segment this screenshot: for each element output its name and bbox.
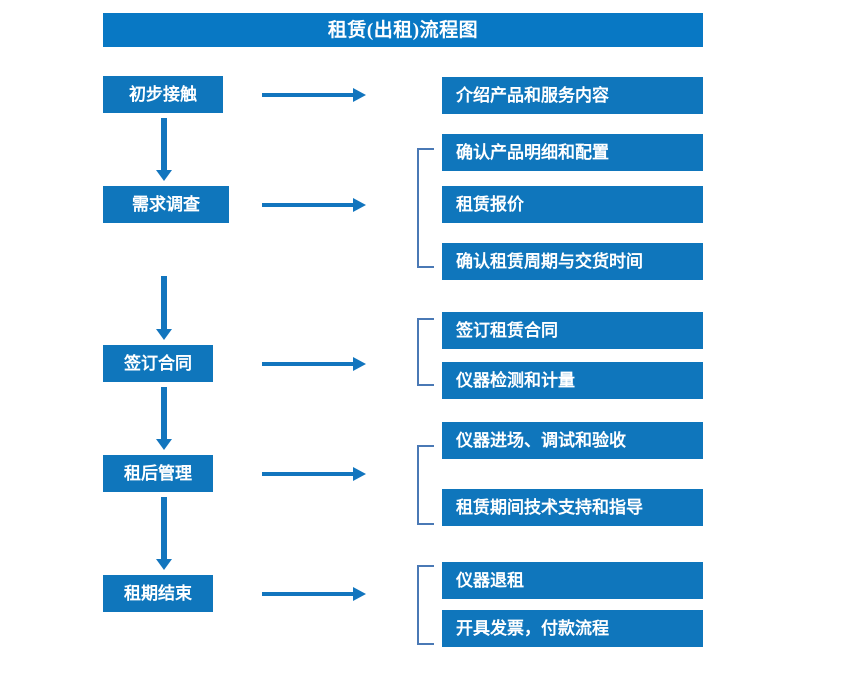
group-bracket-icon-3 [417,318,434,386]
detail-label-2-3: 确认租赁周期与交货时间 [456,252,643,271]
stage-label-3: 签订合同 [124,354,192,373]
arrow-right-icon-3 [262,357,366,371]
stage-box-3[interactable]: 签订合同 [103,345,213,382]
detail-label-4-2: 租赁期间技术支持和指导 [456,498,643,517]
detail-box-3-2[interactable]: 仪器检测和计量 [442,362,703,399]
detail-box-1-1[interactable]: 介绍产品和服务内容 [442,77,703,114]
detail-box-5-1[interactable]: 仪器退租 [442,562,703,599]
detail-box-2-3[interactable]: 确认租赁周期与交货时间 [442,243,703,280]
detail-label-4-1: 仪器进场、调试和验收 [456,431,626,450]
detail-box-4-2[interactable]: 租赁期间技术支持和指导 [442,489,703,526]
detail-label-3-2: 仪器检测和计量 [456,371,575,390]
detail-label-3-1: 签订租赁合同 [456,321,558,340]
arrow-right-icon-2 [262,198,366,212]
arrow-right-icon-1 [262,88,366,102]
stage-label-1: 初步接触 [129,85,197,104]
arrow-down-icon-2 [156,276,172,340]
arrow-down-icon-3 [156,387,172,450]
detail-label-2-1: 确认产品明细和配置 [456,143,609,162]
detail-box-2-2[interactable]: 租赁报价 [442,186,703,223]
arrow-down-icon-4 [156,497,172,570]
detail-box-4-1[interactable]: 仪器进场、调试和验收 [442,422,703,459]
arrow-right-icon-5 [262,587,366,601]
stage-label-2: 需求调查 [132,195,200,214]
diagram-title: 租赁(出租)流程图 [327,19,479,41]
detail-label-5-2: 开具发票，付款流程 [456,619,609,638]
group-bracket-icon-2 [417,148,434,268]
stage-box-5[interactable]: 租期结束 [103,575,213,612]
detail-label-2-2: 租赁报价 [456,195,524,214]
detail-box-2-1[interactable]: 确认产品明细和配置 [442,134,703,171]
detail-label-5-1: 仪器退租 [456,571,524,590]
stage-box-2[interactable]: 需求调查 [103,186,229,223]
detail-label-1-1: 介绍产品和服务内容 [456,86,609,105]
group-bracket-icon-5 [417,565,434,645]
stage-box-1[interactable]: 初步接触 [103,76,223,113]
stage-label-4: 租后管理 [124,464,192,483]
detail-box-3-1[interactable]: 签订租赁合同 [442,312,703,349]
stage-label-5: 租期结束 [124,584,192,603]
group-bracket-icon-4 [417,445,434,525]
detail-box-5-2[interactable]: 开具发票，付款流程 [442,610,703,647]
diagram-title-bar: 租赁(出租)流程图 [103,13,703,47]
stage-box-4[interactable]: 租后管理 [103,455,213,492]
arrow-right-icon-4 [262,467,366,481]
arrow-down-icon-1 [156,118,172,181]
